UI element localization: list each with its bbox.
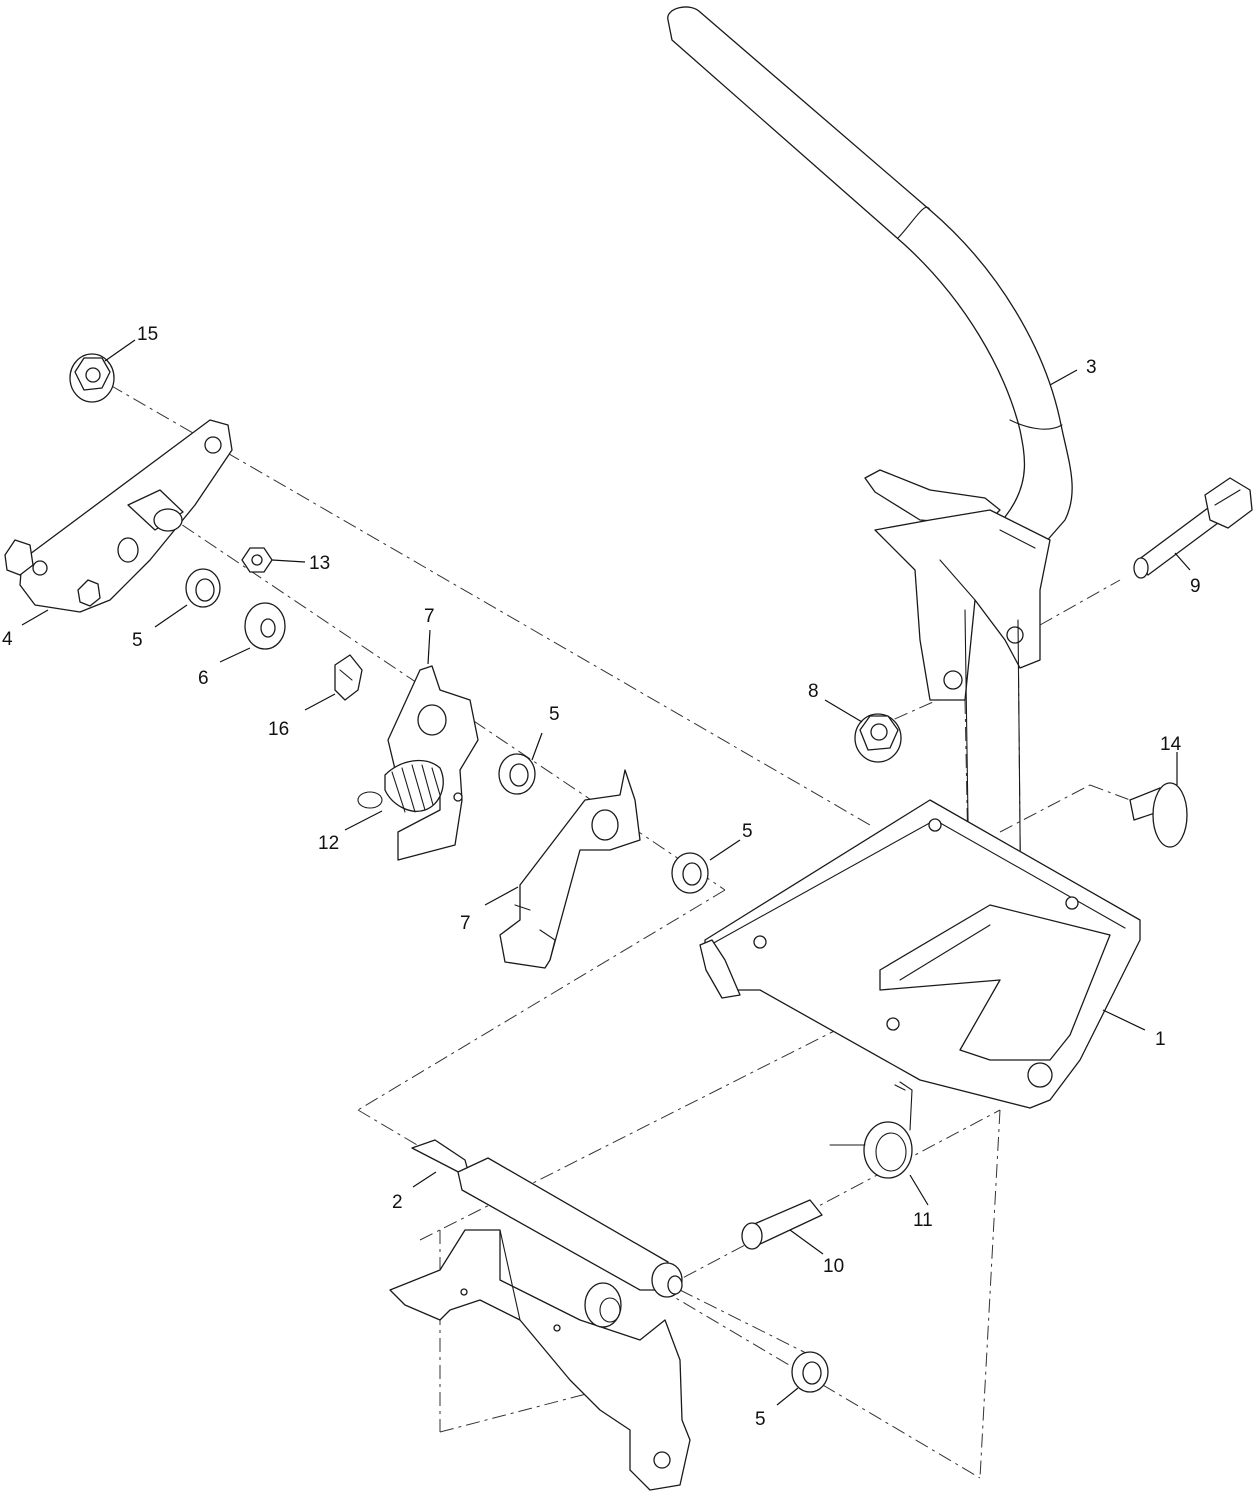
part-7-lever-arm-lower [499,769,641,969]
callout-7b: 7 [460,913,471,934]
callout-15: 15 [137,324,158,345]
part-13-hex-nut [241,547,273,573]
part-11-torsion-spring [829,1081,913,1179]
part-2-pivot-shaft [411,1139,683,1298]
callout-5d: 5 [755,1409,766,1430]
callout-labels: 1 2 3 4 5 5 5 5 6 7 7 8 9 10 11 12 13 14… [2,324,1201,1430]
callout-2: 2 [392,1192,403,1213]
part-6-washer [244,602,286,650]
callout-7a: 7 [424,606,435,627]
callout-8: 8 [808,681,819,702]
callout-3: 3 [1086,357,1097,378]
callout-1: 1 [1155,1029,1166,1050]
callout-5a: 5 [132,630,143,651]
part-10-sleeve [741,1199,823,1250]
part-16-clip [334,654,363,701]
part-5-bushing-b [498,753,536,795]
part-2-lower-bracket [389,1229,691,1491]
part-4-side-plate [4,419,233,613]
callout-16: 16 [268,719,289,740]
callout-6: 6 [198,668,209,689]
part-12-spring [357,759,444,813]
callout-5b: 5 [549,704,560,725]
callout-10: 10 [823,1256,844,1277]
part-8-flange-nut [854,713,902,763]
callout-13: 13 [309,553,330,574]
callout-11: 11 [913,1210,933,1231]
lever-mount-bracket [864,469,1051,1041]
part-14-clevis-pin [1129,782,1188,848]
leader-lines [21,339,1191,1406]
callout-4: 4 [2,629,13,650]
callout-14: 14 [1160,734,1182,755]
part-5-bushing-c [671,852,709,894]
part-1-base-plate [699,799,1141,1109]
part-9-bolt-sleeve [1133,477,1253,579]
callout-5c: 5 [742,821,753,842]
callout-12: 12 [318,833,339,854]
part-5-bushing-d [791,1351,829,1393]
part-15-flange-nut [69,353,115,403]
callout-9: 9 [1190,576,1201,597]
part-5-bushing-a [185,568,221,608]
